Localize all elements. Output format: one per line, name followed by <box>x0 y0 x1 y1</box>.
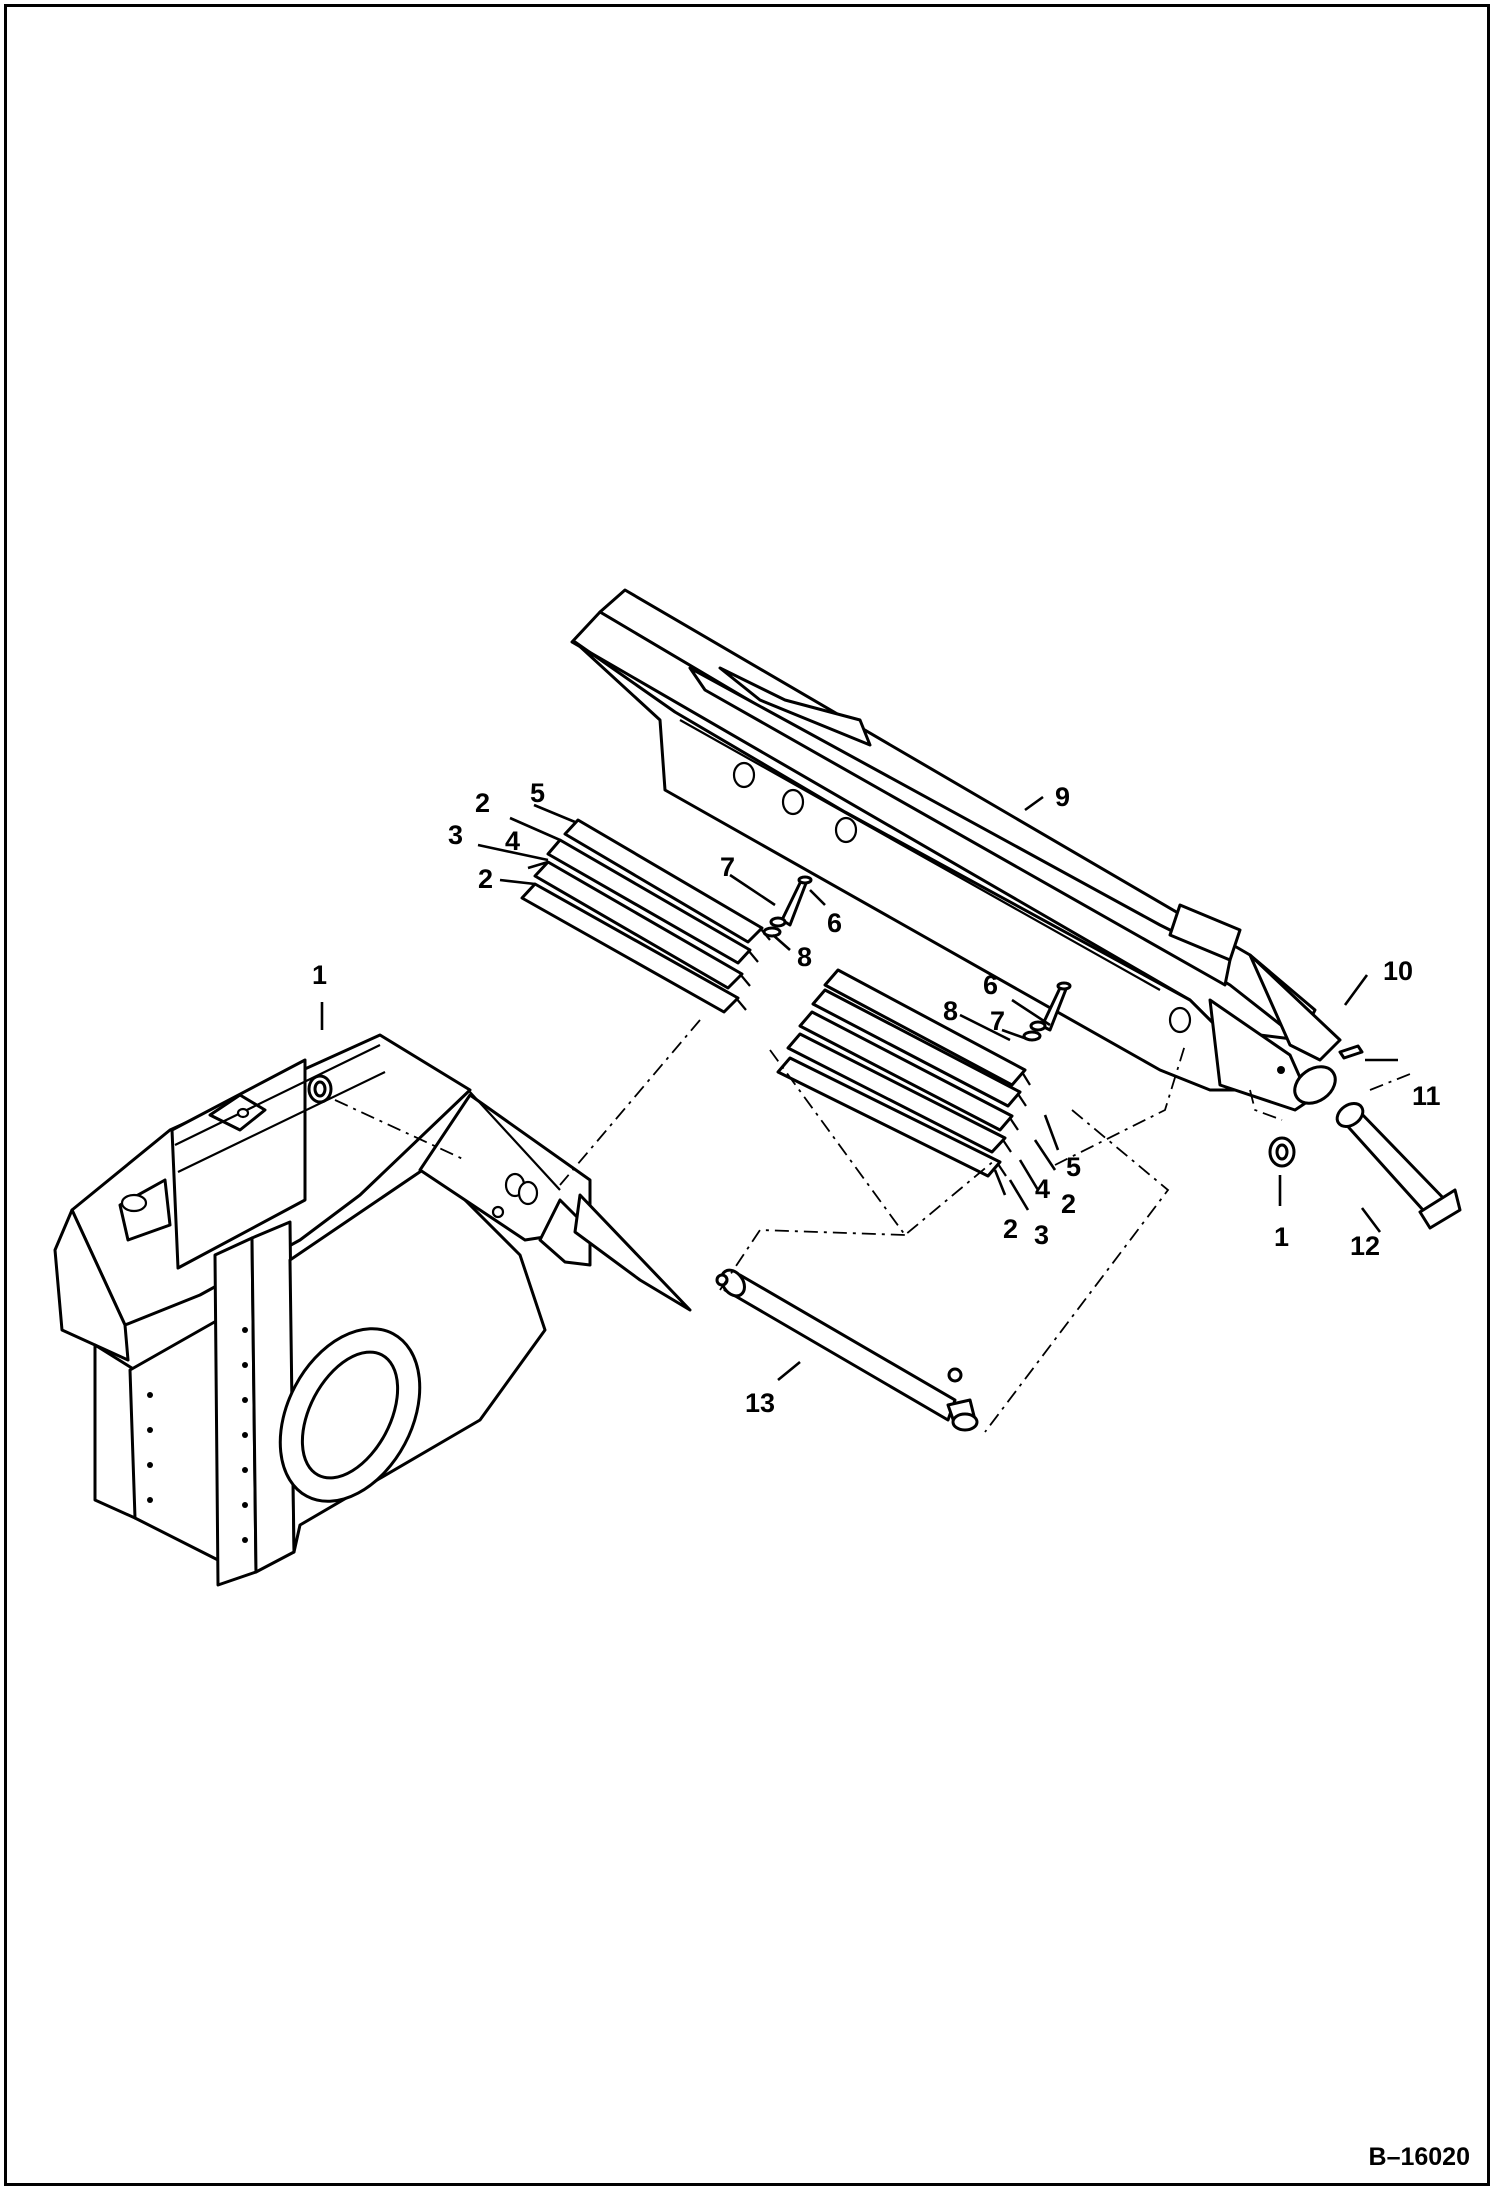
callout-8-upper: 8 <box>797 942 812 972</box>
hydraulic-cylinder <box>715 1268 979 1432</box>
callout-2-lower-a: 2 <box>1061 1189 1076 1219</box>
callout-1-left: 1 <box>312 960 327 990</box>
figure-id: B–16020 <box>1368 2143 1470 2171</box>
callout-4-upper: 4 <box>505 826 520 856</box>
bolt-hardware-lower <box>1022 981 1072 1042</box>
wear-strip-set-lower <box>776 968 1031 1178</box>
callout-3-upper: 3 <box>448 820 463 850</box>
callout-12: 12 <box>1350 1231 1380 1261</box>
assembly-lines <box>334 1019 1416 1433</box>
callout-2-upper-bottom: 2 <box>478 864 493 894</box>
callout-2-upper-top: 2 <box>475 788 490 818</box>
callout-2-lower-b: 2 <box>1003 1214 1018 1244</box>
bolt-hardware-upper <box>762 875 813 938</box>
bushing-left-inner <box>313 1080 327 1098</box>
frame-hole-row <box>147 1327 248 1543</box>
pivot-pin <box>1335 1102 1462 1230</box>
callout-labels: 1 1 2 2 2 2 3 3 4 4 5 5 6 6 7 7 8 8 9 10… <box>312 778 1441 1418</box>
bushing-right-inner <box>1275 1143 1289 1161</box>
wear-strip-set-upper <box>520 818 771 1014</box>
callout-6-lower: 6 <box>983 970 998 1000</box>
callout-9: 9 <box>1055 782 1070 812</box>
callout-7-lower: 7 <box>990 1006 1005 1036</box>
callout-11: 11 <box>1412 1081 1441 1111</box>
callout-5-lower: 5 <box>1066 1152 1081 1182</box>
callout-5-upper: 5 <box>530 778 545 808</box>
callout-6-upper: 6 <box>827 908 842 938</box>
swing-frame <box>53 1033 692 1587</box>
callout-13: 13 <box>745 1388 775 1418</box>
callout-10: 10 <box>1383 956 1413 986</box>
callout-7-upper: 7 <box>720 852 735 882</box>
callout-3-lower: 3 <box>1034 1220 1049 1250</box>
retainer-bolt <box>1338 1044 1364 1060</box>
boom-arm <box>570 588 1342 1112</box>
callout-1-right: 1 <box>1274 1222 1289 1252</box>
callout-8-lower: 8 <box>943 996 958 1026</box>
callout-4-lower: 4 <box>1035 1174 1050 1204</box>
leader-lines <box>320 795 1398 1382</box>
